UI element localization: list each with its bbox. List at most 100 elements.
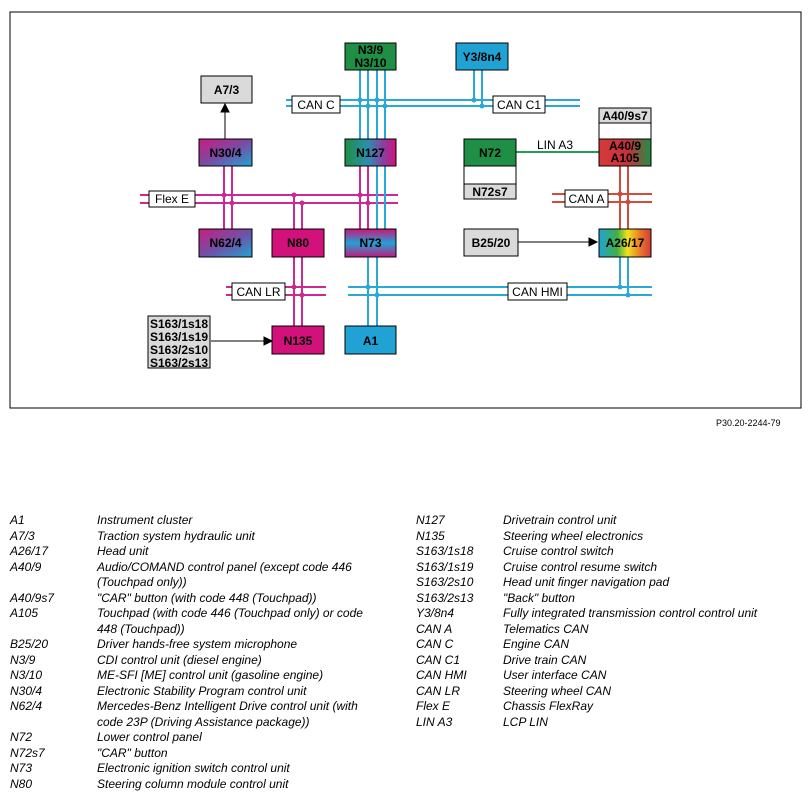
can-hmi-junctions	[365, 284, 631, 298]
legend-description: Electronic Stability Program control uni…	[97, 683, 307, 698]
legend-description: Instrument cluster	[97, 513, 193, 527]
legend-code: CAN C	[416, 637, 454, 651]
node-label-n72s7: N72s7	[472, 185, 508, 199]
legend-code: A26/17	[10, 544, 49, 558]
node-label-n624: N62/4	[209, 236, 241, 250]
legend-code: S163/1s19	[416, 559, 474, 574]
legend-description: Fully integrated transmission control co…	[503, 606, 758, 620]
can-hmi-bus	[348, 257, 652, 326]
legend-item: S163/2s10 Head unit finger navigation pad	[416, 575, 806, 591]
node-label-a409s7: A40/9s7	[602, 109, 648, 123]
node-label-n73: N73	[359, 236, 381, 250]
legend-code: N3/10	[10, 668, 43, 682]
legend-code: N72	[10, 730, 33, 744]
legend-item: LIN A3 LCP LIN	[416, 715, 806, 731]
node-y38n4	[455, 42, 509, 71]
bus-label-can-lr: CAN LR	[236, 285, 280, 299]
can-lr-junctions	[291, 284, 305, 298]
legend-code: Y3/8n4	[416, 606, 455, 620]
node-n39	[344, 42, 397, 71]
node-a409	[598, 138, 652, 167]
legend-code: A1	[10, 513, 25, 527]
legend-description: Lower control panel	[97, 730, 202, 744]
node-label-n304: N30/4	[209, 146, 241, 160]
node-label-n72: N72	[479, 146, 501, 160]
bus-label-can-hmi: CAN HMI	[512, 285, 563, 299]
node-label-n127: N127	[356, 146, 385, 160]
legend-code: S163/2s13	[416, 590, 474, 605]
legend-item: A40/9s7"CAR" button (with code 448 (Touc…	[10, 591, 405, 607]
legend-description: Telematics CAN	[503, 621, 589, 636]
legend-code: N80	[10, 776, 33, 791]
legend-description: "CAR" button (with code 448 (Touchpad))	[97, 590, 317, 605]
legend-description: Head unit finger navigation pad	[503, 575, 670, 589]
legend-description: "Back" button	[503, 590, 575, 605]
legend-code: CAN HMI	[416, 668, 467, 682]
legend-description: ME-SFI [ME] control unit (gasoline engin…	[97, 668, 324, 682]
figure-reference: P30.20-2244-79	[716, 418, 781, 428]
legend-code: N135	[416, 528, 445, 543]
legend-code: S163/1s18	[416, 544, 474, 558]
node-s163	[147, 315, 211, 369]
node-n72s7	[463, 183, 517, 200]
node-label-a73: A7/3	[214, 83, 240, 97]
bus-labels	[148, 95, 609, 301]
legend-code: N62/4	[10, 699, 43, 713]
legend-description: LCP LIN	[503, 714, 548, 729]
node-label-n135: N135	[284, 334, 313, 348]
node-n72-lower	[463, 165, 517, 185]
flex-e-junctions	[221, 192, 371, 206]
legend-item: S163/2s13 "Back" button	[416, 591, 806, 607]
legend-description: Head unit	[97, 544, 149, 558]
legend-code: Flex E	[416, 699, 451, 713]
bus-label-lin-a3: LIN A3	[537, 138, 573, 152]
legend-description: CDI control unit (diesel engine)	[97, 652, 262, 667]
node-n135	[271, 325, 325, 355]
bus-label-flex-e: Flex E	[155, 192, 189, 206]
legend-item: CAN LR Steering wheel CAN	[416, 684, 806, 700]
legend-item: N3/9 CDI control unit (diesel engine)	[10, 653, 405, 669]
legend-code: A7/3	[10, 528, 35, 543]
legend-description: Cruise control switch	[503, 544, 614, 558]
legend-description: Traction system hydraulic unit	[97, 528, 255, 543]
legend-description: Steering wheel CAN	[503, 683, 612, 698]
node-a1	[344, 325, 397, 355]
legend-item: S163/1s18 Cruise control switch	[416, 544, 806, 560]
legend-code: S163/2s10	[416, 575, 474, 589]
legend-item: N72s7"CAR" button	[10, 746, 405, 762]
bus-label-can-c1: CAN C1	[497, 98, 541, 112]
node-n624	[198, 228, 253, 258]
legend-description: Cruise control resume switch	[503, 559, 658, 574]
legend-description: "CAR" button	[97, 745, 168, 760]
legend-code: LIN A3	[416, 714, 453, 729]
bus-label-can-a: CAN A	[568, 192, 604, 206]
legend-item: A7/3 Traction system hydraulic unit	[10, 529, 405, 545]
legend-item: Y3/8n4 Fully integrated transmission cont…	[416, 606, 806, 622]
legend-description: Touchpad (with code 446 (Touchpad only) …	[97, 606, 363, 636]
node-n80	[271, 228, 325, 258]
legend-description: Engine CAN	[503, 637, 570, 651]
legend-item: CAN C Engine CAN	[416, 637, 806, 653]
can-c-junctions	[357, 97, 485, 109]
legend-description: Electronic ignition switch control unit	[97, 761, 290, 775]
node-label-b2520: B25/20	[472, 236, 511, 250]
legend-code: N3/9	[10, 652, 36, 667]
legend-code: CAN LR	[416, 683, 461, 698]
node-n304	[198, 138, 253, 167]
bus-label-can-c: CAN C	[297, 98, 335, 112]
legend-code: CAN C1	[416, 652, 461, 667]
node-label-y38n4: Y3/8n4	[463, 50, 502, 64]
legend-code: N127	[416, 513, 445, 527]
diagram-frame	[9, 11, 802, 409]
